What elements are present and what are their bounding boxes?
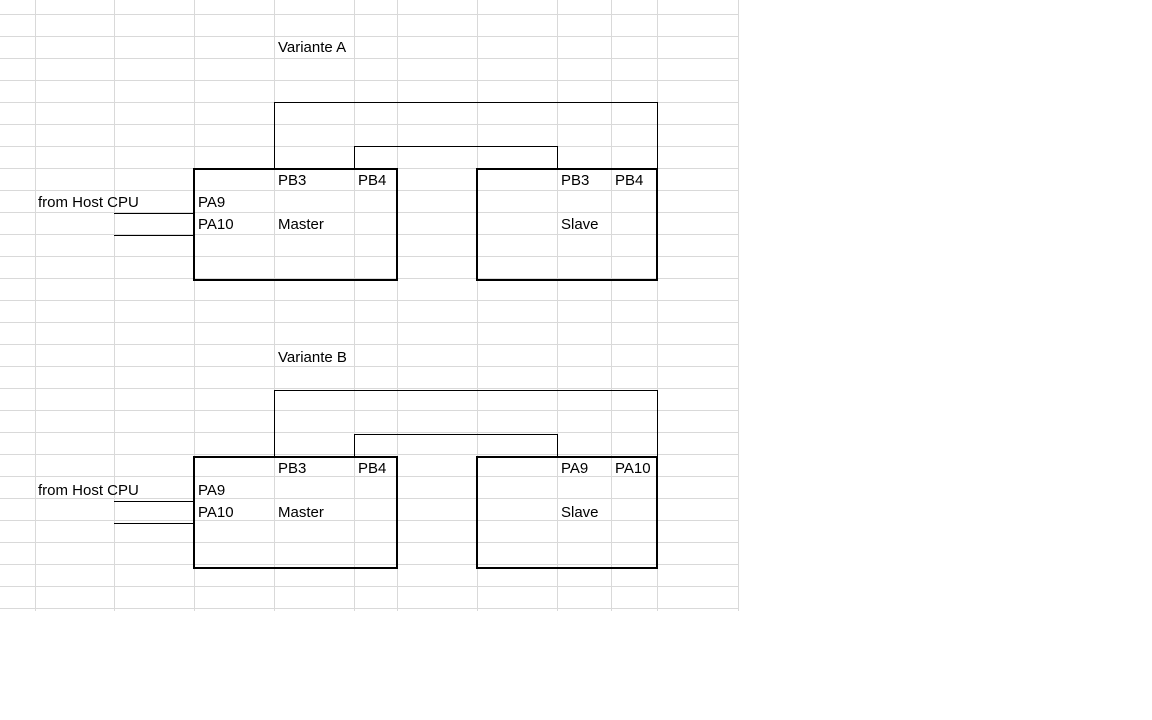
- variant-b-master-pin-pb4: PB4: [358, 460, 387, 477]
- variant-a-diagram: [114, 102, 658, 281]
- variant-a-outer-wire: [274, 102, 658, 169]
- variant-b-slave-label: Slave: [561, 504, 599, 521]
- variant-a-master-pin-pb4: PB4: [358, 172, 387, 189]
- variant-a-inner-wire: [354, 146, 558, 169]
- variant-a-master-pin-pb3: PB3: [278, 172, 307, 189]
- variant-b-host-label: from Host CPU: [38, 482, 139, 499]
- variant-a-master-pin-pa9: PA9: [198, 194, 226, 211]
- variant-a-slave-pin-left: PB3: [561, 172, 590, 189]
- variant-b-master-label: Master: [278, 504, 324, 521]
- variant-b-slave-pin-left: PA9: [561, 460, 589, 477]
- variant-a-master-label: Master: [278, 216, 324, 233]
- variant-b-master-pin-pa9: PA9: [198, 482, 226, 499]
- variant-b-title: Variante B: [278, 349, 347, 366]
- variant-a-master-pin-pa10: PA10: [198, 216, 234, 233]
- variant-a-title: Variante A: [278, 39, 347, 56]
- spreadsheet-gridlines: [0, 0, 739, 611]
- variant-b-slave-box: [476, 456, 658, 569]
- variant-b-inner-wire: [354, 434, 558, 457]
- variant-a-master-box: [193, 168, 398, 281]
- variant-a-slave-box: [476, 168, 658, 281]
- variant-a-slave-pin-right: PB4: [615, 172, 644, 189]
- variant-a-slave-label: Slave: [561, 216, 599, 233]
- variant-a-host-label: from Host CPU: [38, 194, 139, 211]
- variant-b-master-pin-pb3: PB3: [278, 460, 307, 477]
- variant-b-diagram: [114, 390, 658, 569]
- variant-b-master-box: [193, 456, 398, 569]
- variant-b-master-pin-pa10: PA10: [198, 504, 234, 521]
- variant-b-outer-wire: [274, 390, 658, 457]
- variant-b-slave-pin-right: PA10: [615, 460, 651, 477]
